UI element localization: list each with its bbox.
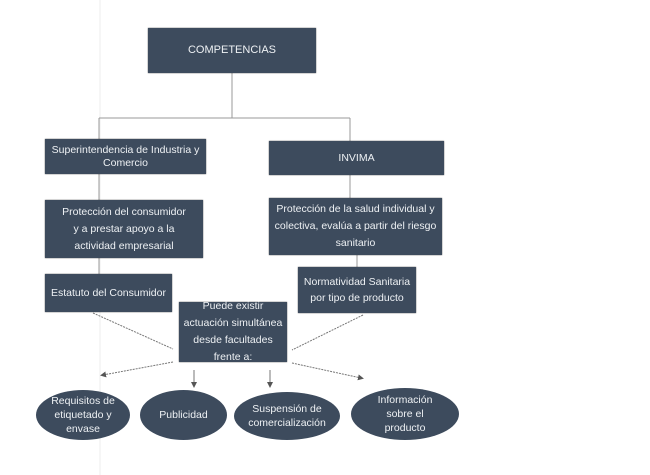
outcome-informacion: Información sobre el producto	[351, 388, 459, 440]
sic-role-box: Protección del consumidor y a prestar ap…	[45, 200, 203, 258]
outcome-requisitos: Requisitos de etiquetado y envase	[36, 390, 130, 440]
sic-box: Superintendencia de Industria y Comercio	[45, 139, 206, 174]
invima-norm-box: Normatividad Sanitaria por tipo de produ…	[298, 267, 416, 313]
arrow-requisitos	[100, 361, 174, 378]
center-box: Puede existir actuación simultánea desde…	[179, 300, 287, 363]
root-box: COMPETENCIAS	[148, 28, 316, 73]
invima-to-center-line	[291, 314, 364, 351]
outcome-suspension: Suspensión de comercialización	[234, 392, 340, 440]
outcome-publicidad: Publicidad	[140, 390, 227, 440]
sic-norm-box: Estatuto del Consumidor	[45, 274, 172, 312]
sic-to-center-line	[92, 312, 174, 350]
arrow-informacion	[291, 362, 364, 381]
invima-role-box: Protección de la salud individual y cole…	[269, 198, 442, 255]
invima-box: INVIMA	[269, 141, 444, 175]
